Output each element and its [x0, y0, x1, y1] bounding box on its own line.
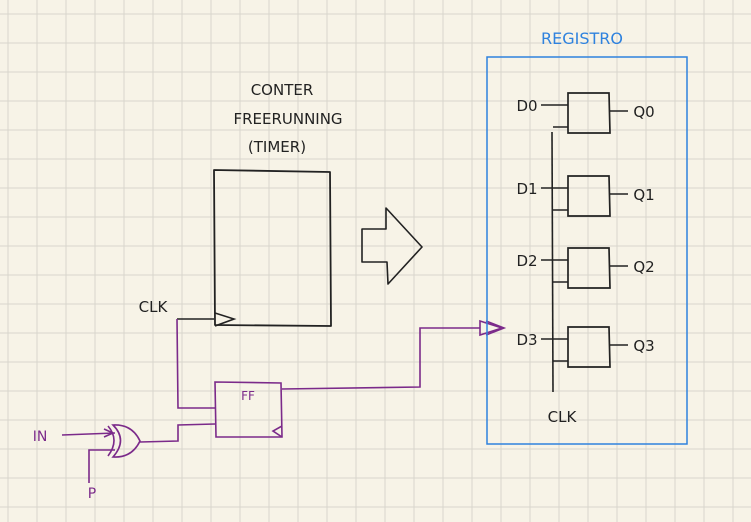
- register-input-label-2: D2: [516, 252, 537, 270]
- counter-title-line1: CONTER: [251, 81, 314, 99]
- register-title: REGISTRO: [541, 29, 623, 48]
- counter-clk-label: CLK: [139, 298, 169, 316]
- register-input-label-1: D1: [516, 180, 537, 198]
- register-flipflop-0: D0 Q0: [516, 92, 655, 134]
- register-output-label-2: Q2: [633, 258, 654, 276]
- p-wire: [88, 449, 115, 483]
- counter-box: [213, 169, 332, 327]
- register-clock-triangle: [479, 319, 505, 337]
- register-output-label-1: Q1: [633, 186, 654, 204]
- control-logic: [61, 318, 507, 483]
- counter-clock-triangle: [214, 312, 237, 327]
- clk-to-ff-wire: [176, 318, 215, 409]
- register-clk-label: CLK: [548, 408, 578, 426]
- counter-block: CONTER FREERUNNING (TIMER) CLK: [139, 81, 343, 327]
- register-ff-box-2: [567, 247, 611, 289]
- register-frame: [486, 56, 688, 445]
- counter-title-line3: (TIMER): [248, 138, 306, 156]
- register-clock-bus: [551, 131, 554, 393]
- in-wire: [61, 432, 116, 436]
- counter-title-line2: FREERUNNING: [233, 110, 342, 128]
- register-flipflop-1: D1 Q1: [516, 175, 655, 217]
- xor-to-ff-wire: [139, 423, 216, 443]
- register-ff-box-3: [567, 326, 611, 368]
- register-output-label-3: Q3: [633, 337, 654, 355]
- register-clock-triangle-2: [485, 320, 507, 336]
- register-flipflop-3: D3 Q3: [516, 326, 655, 368]
- in-label: IN: [33, 429, 48, 445]
- xor-gate-icon: [111, 424, 141, 458]
- register-input-label-3: D3: [516, 331, 537, 349]
- big-arrow-icon: [361, 207, 423, 285]
- register-input-label-0: D0: [516, 97, 537, 115]
- register-flipflop-2: D2 Q2: [516, 247, 655, 289]
- flipflop-clock-triangle: [271, 425, 283, 438]
- in-arrow-icon: [103, 428, 115, 438]
- register-ff-box-1: [567, 175, 611, 217]
- ff-to-register-wire: [281, 327, 480, 390]
- xor-input-arc: [107, 425, 115, 457]
- register-ff-box-0: [567, 92, 611, 134]
- register-output-label-0: Q0: [633, 103, 654, 121]
- flipflop-label: FF: [241, 389, 255, 403]
- p-label: P: [88, 486, 96, 502]
